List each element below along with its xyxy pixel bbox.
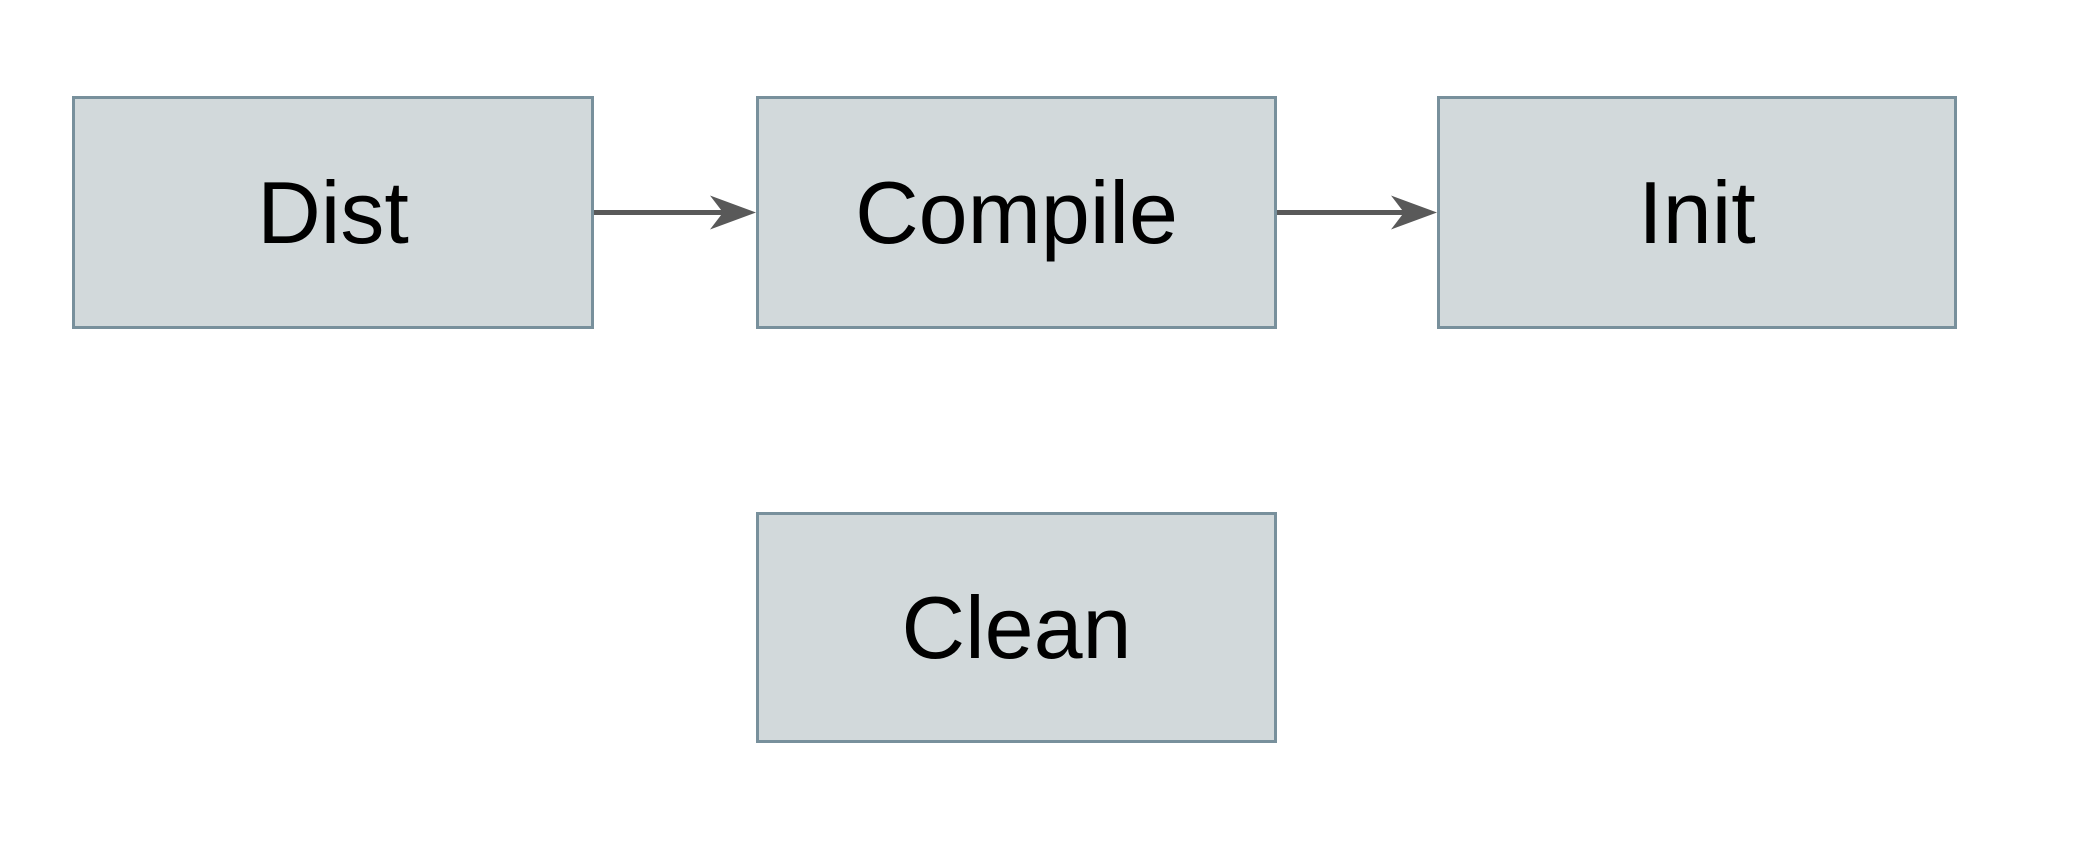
arrowhead-dist-to-compile [710, 195, 756, 230]
node-compile-label: Compile [855, 162, 1178, 262]
node-clean: Clean [756, 512, 1277, 743]
node-dist-label: Dist [257, 162, 409, 262]
arrowhead-compile-to-init [1391, 195, 1437, 230]
node-dist: Dist [72, 96, 594, 329]
node-clean-label: Clean [901, 577, 1132, 677]
node-compile: Compile [756, 96, 1277, 329]
node-init-label: Init [1638, 162, 1756, 262]
node-init: Init [1437, 96, 1957, 329]
